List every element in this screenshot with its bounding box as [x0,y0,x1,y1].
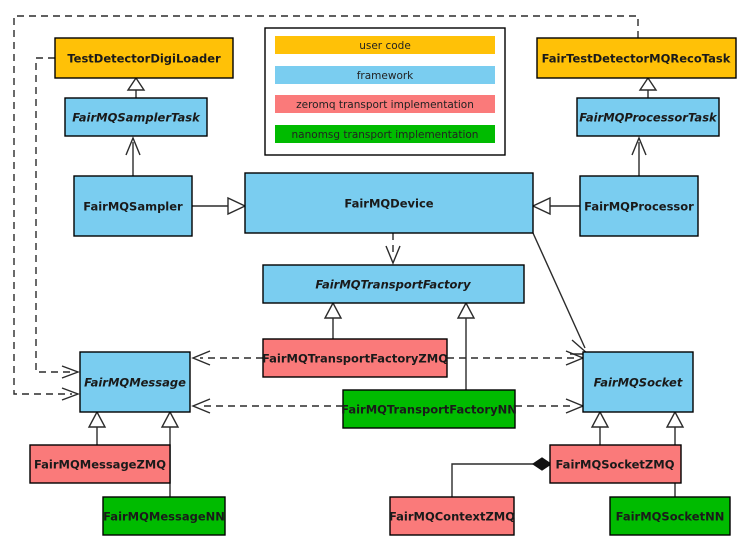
node-FairMQMessage[interactable]: FairMQMessage [79,351,191,413]
node-box[interactable] [73,175,193,237]
node-label: FairMQTransportFactory [315,278,471,292]
edge-tfzmq-to-transportfactory [323,301,343,339]
node-FairMQDevice[interactable]: FairMQDevice [244,172,534,234]
edge-processortask-to-recotask [638,76,658,98]
edge-socketzmq-to-socket [590,410,610,445]
node-layer: TestDetectorDigiLoader FairTestDetectorM… [29,37,737,536]
node-box[interactable] [579,175,699,237]
edge-processor-to-processortask [631,136,647,176]
edge-contextzmq-to-socketzmq [451,457,553,497]
node-FairMQSocket[interactable]: FairMQSocket [582,351,694,413]
node-label: FairMQMessage [84,376,186,390]
node-box[interactable] [576,97,720,137]
node-label: FairMQSocketNN [616,510,725,524]
legend-label-nanomsg: nanomsg transport implementation [292,129,479,141]
node-label: FairTestDetectorMQRecoTask [542,52,731,66]
edge-processor-to-device [531,196,580,216]
node-label: FairMQTransportFactoryZMQ [262,352,448,366]
node-FairMQSocketZMQ[interactable]: FairMQSocketZMQ [549,444,682,484]
node-box[interactable] [609,496,731,536]
node-FairMQMessageNN[interactable]: FairMQMessageNN [102,496,226,536]
node-FairTestDetectorMQRecoTask[interactable]: FairTestDetectorMQRecoTask [536,37,737,79]
legend-label-user-code: user code [359,40,411,52]
node-box[interactable] [262,338,448,378]
node-FairMQSampler[interactable]: FairMQSampler [73,175,193,237]
edge-tfzmq-to-socket [447,350,585,366]
node-label: FairMQContextZMQ [389,510,515,524]
node-label: FairMQSocketZMQ [556,458,675,472]
edge-device-to-transportfactory [385,233,401,265]
node-box[interactable] [102,496,226,536]
edge-tfnn-to-transportfactory [456,301,476,390]
node-box[interactable] [582,351,694,413]
node-box[interactable] [64,97,208,137]
node-label: FairMQMessageZMQ [34,458,166,472]
legend-swatch-zeromq [275,95,495,113]
node-FairMQProcessorTask[interactable]: FairMQProcessorTask [576,97,720,137]
node-FairMQTransportFactoryNN[interactable]: FairMQTransportFactoryNN [341,389,517,429]
node-FairMQTransportFactory[interactable]: FairMQTransportFactory [262,264,525,304]
edge-device-to-socket [532,232,590,355]
node-box[interactable] [549,444,682,484]
legend-swatch-framework [275,66,495,84]
node-label: TestDetectorDigiLoader [67,52,221,66]
edge-samplertask-to-digiloader [126,76,146,98]
node-FairMQSamplerTask[interactable]: FairMQSamplerTask [64,97,208,137]
edge-digiloader-to-message [35,57,80,379]
node-box[interactable] [54,37,234,79]
node-label: FairMQProcessorTask [579,111,718,125]
legend-label-zeromq: zeromq transport implementation [296,99,474,111]
node-label: FairMQDevice [344,197,433,211]
node-box[interactable] [79,351,191,413]
edge-sampler-to-samplertask [125,136,141,176]
edge-tfzmq-to-message [191,350,263,366]
node-label: FairMQProcessor [584,200,694,214]
edge-tfnn-to-message [191,398,343,414]
node-label: FairMQMessageNN [103,510,225,524]
node-box[interactable] [389,496,515,536]
legend-swatch-user-code [275,36,495,54]
node-FairMQProcessor[interactable]: FairMQProcessor [579,175,699,237]
node-FairMQContextZMQ[interactable]: FairMQContextZMQ [389,496,515,536]
node-TestDetectorDigiLoader[interactable]: TestDetectorDigiLoader [54,37,234,79]
node-label: FairMQTransportFactoryNN [341,403,517,417]
node-FairMQTransportFactoryZMQ[interactable]: FairMQTransportFactoryZMQ [262,338,448,378]
edge-recotask-to-message [13,15,639,401]
node-FairMQSocketNN[interactable]: FairMQSocketNN [609,496,731,536]
edge-sampler-to-device [192,196,247,216]
node-box[interactable] [262,264,525,304]
legend: user code framework zeromq transport imp… [264,27,506,156]
edge-messagezmq-to-message [87,410,107,445]
node-box[interactable] [244,172,534,234]
legend-swatch-nanomsg [275,125,495,143]
node-label: FairMQSocket [594,376,683,390]
legend-label-framework: framework [357,70,414,82]
node-label: FairMQSampler [83,200,183,214]
node-label: FairMQSamplerTask [72,111,201,125]
node-box[interactable] [536,37,737,79]
node-box[interactable] [29,444,171,484]
edge-layer [13,15,685,497]
node-FairMQMessageZMQ[interactable]: FairMQMessageZMQ [29,444,171,484]
edge-tfnn-to-socket [515,398,585,414]
node-box[interactable] [342,389,516,429]
